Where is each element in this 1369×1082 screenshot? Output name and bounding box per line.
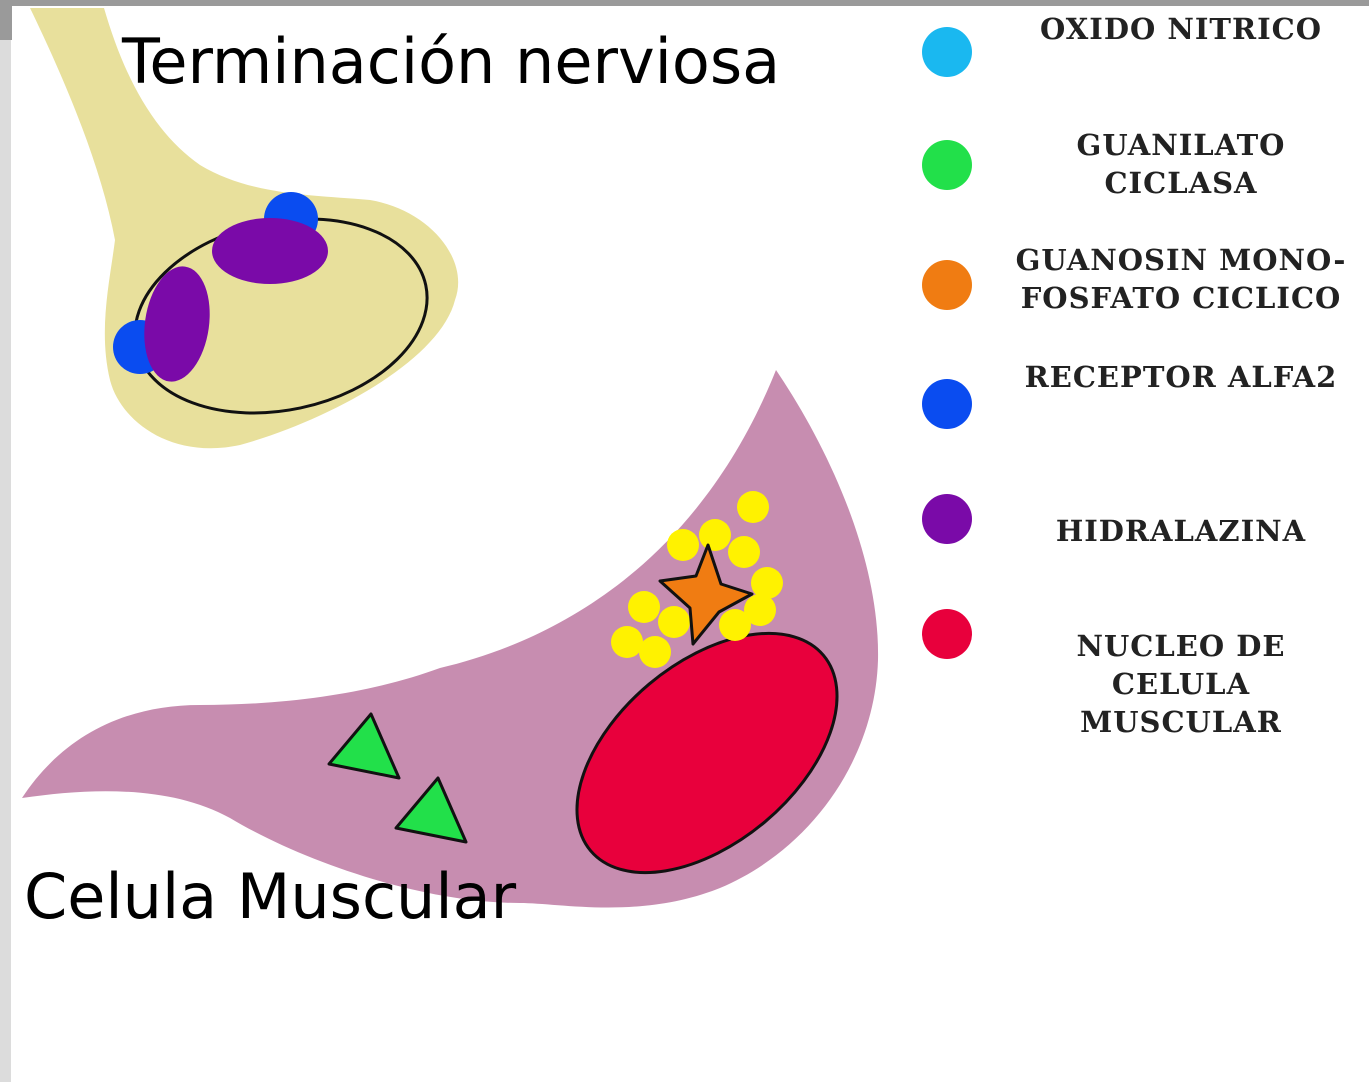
legend-label: CELULA bbox=[1112, 667, 1250, 701]
yellow-particle bbox=[667, 529, 699, 561]
legend-label: NUCLEO DE bbox=[1077, 629, 1286, 663]
legend-item: OXIDO NITRICO bbox=[922, 12, 1322, 77]
legend-label: GUANOSIN MONO- bbox=[1016, 243, 1347, 277]
hidralazina-ellipse-top bbox=[212, 218, 328, 284]
legend-item: NUCLEO DE CELULA MUSCULAR bbox=[922, 609, 1285, 739]
yellow-particle bbox=[728, 536, 760, 568]
yellow-particle bbox=[699, 519, 731, 551]
yellow-particle bbox=[658, 606, 690, 638]
label-celula-muscular: Celula Muscular bbox=[24, 860, 517, 933]
legend-item: HIDRALAZINA bbox=[922, 494, 1306, 548]
legend-label: HIDRALAZINA bbox=[1056, 514, 1306, 548]
legend-label: GUANILATO bbox=[1077, 128, 1286, 162]
yellow-particle bbox=[751, 567, 783, 599]
legend-item: RECEPTOR ALFA2 bbox=[922, 360, 1337, 429]
legend-swatch bbox=[922, 379, 972, 429]
legend-item: GUANILATO CICLASA bbox=[922, 128, 1285, 200]
legend-swatch bbox=[922, 494, 972, 544]
top-frame-bar bbox=[0, 0, 1369, 6]
legend-swatch bbox=[922, 140, 972, 190]
left-frame-tab bbox=[0, 0, 12, 40]
yellow-particle bbox=[737, 491, 769, 523]
left-frame-bar bbox=[0, 40, 11, 1082]
legend-item: GUANOSIN MONO- FOSFATO CICLICO bbox=[922, 243, 1346, 315]
legend-label: FOSFATO CICLICO bbox=[1021, 281, 1342, 315]
yellow-particle bbox=[719, 609, 751, 641]
legend-label: CICLASA bbox=[1104, 166, 1257, 200]
legend-label: OXIDO NITRICO bbox=[1040, 12, 1322, 46]
legend: OXIDO NITRICO GUANILATO CICLASA GUANOSIN MO… bbox=[922, 12, 1346, 739]
legend-label: MUSCULAR bbox=[1080, 705, 1282, 739]
yellow-particle bbox=[611, 626, 643, 658]
legend-label: RECEPTOR ALFA2 bbox=[1025, 360, 1338, 394]
legend-swatch bbox=[922, 609, 972, 659]
legend-swatch bbox=[922, 260, 972, 310]
yellow-particle bbox=[628, 591, 660, 623]
label-terminacion-nerviosa: Terminación nerviosa bbox=[121, 25, 780, 98]
legend-swatch bbox=[922, 27, 972, 77]
yellow-particle bbox=[639, 636, 671, 668]
